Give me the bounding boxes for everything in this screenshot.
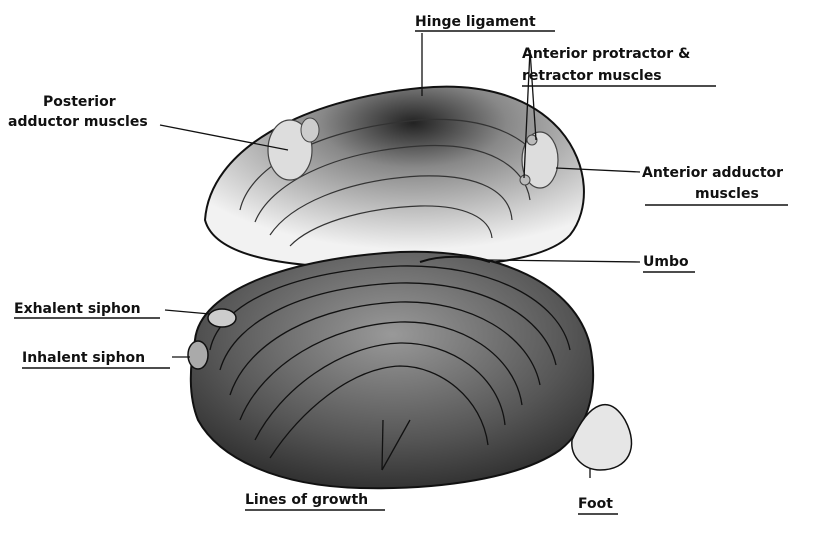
inhalent-siphon-shape xyxy=(188,341,208,369)
label-anterior-protractor-line2: retractor muscles xyxy=(522,68,662,84)
label-exhalent-siphon: Exhalent siphon xyxy=(14,301,141,317)
posterior-retractor-scar xyxy=(301,118,319,142)
label-anterior-protractor-line1: Anterior protractor & xyxy=(522,46,690,62)
label-lines-of-growth: Lines of growth xyxy=(245,492,368,508)
label-hinge-ligament: Hinge ligament xyxy=(415,14,536,30)
label-posterior-adductor-line2: adductor muscles xyxy=(8,114,148,130)
leader-umbo xyxy=(488,260,640,262)
label-posterior-adductor-line1: Posterior xyxy=(43,94,116,110)
exhalent-siphon-shape xyxy=(208,309,236,327)
lower-shell-valve xyxy=(188,252,632,489)
label-inhalent-siphon: Inhalent siphon xyxy=(22,350,145,366)
label-foot: Foot xyxy=(578,496,613,512)
anterior-protractor-scar xyxy=(520,175,530,185)
label-umbo: Umbo xyxy=(643,254,689,270)
label-anterior-adductor-line2: muscles xyxy=(695,186,759,202)
label-anterior-adductor-line1: Anterior adductor xyxy=(642,165,783,181)
leader-exhalent-siphon xyxy=(165,310,210,314)
